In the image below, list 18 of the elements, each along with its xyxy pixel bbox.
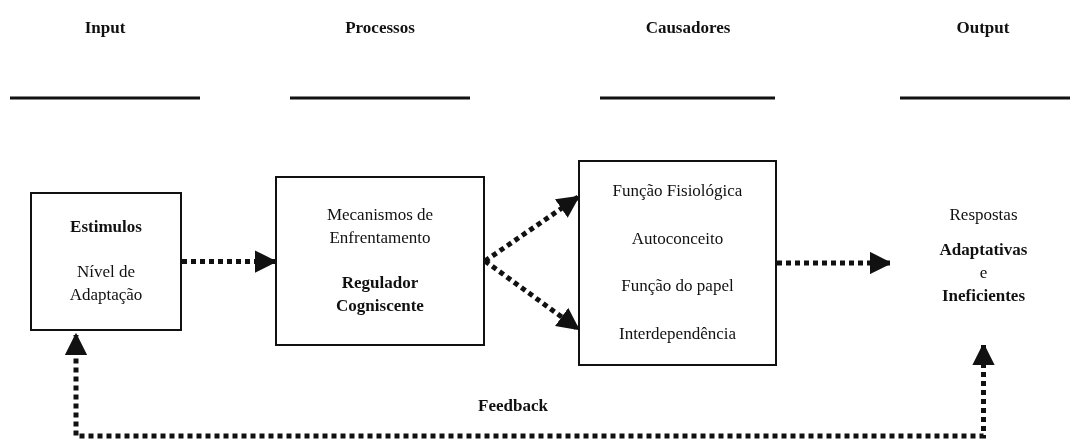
node-text: Regulador Cogniscente (335, 272, 425, 317)
node-text: Função Fisiológica (612, 180, 743, 203)
node-text: Adaptativas e Ineficientes (939, 238, 1028, 307)
process-box (275, 176, 485, 346)
node-text: Mecanismos de Enfrentamento (325, 204, 435, 250)
node-text: Interdependência (618, 322, 736, 345)
column-heading: Causadores (644, 18, 732, 38)
node-text: Estimulos (70, 216, 142, 239)
process-box (30, 192, 182, 331)
node-text: Respostas (949, 204, 1018, 226)
column-heading: Input (83, 18, 127, 38)
node-text: Nível de Adaptação (68, 261, 144, 306)
column-heading: Processos (344, 18, 416, 38)
process-box (578, 160, 777, 366)
node-text: Autoconceito (631, 227, 724, 250)
column-heading: Output (955, 18, 1011, 38)
node-text: Função do papel (621, 275, 734, 298)
dotted-arrow (64, 332, 995, 439)
